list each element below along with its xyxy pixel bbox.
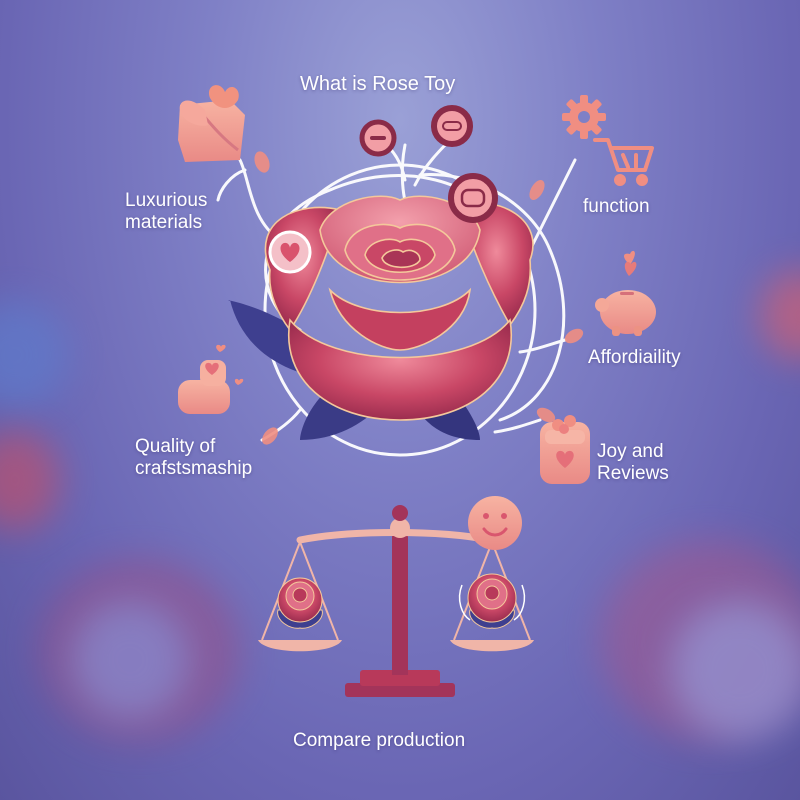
leaf-decorations — [254, 151, 584, 445]
small-rose-right — [458, 573, 526, 629]
label-affordability: Affordiaility — [588, 347, 681, 368]
label-quality-line2: crafstsmaship — [135, 457, 253, 479]
hand-heart-icon — [178, 344, 244, 414]
gear-icon — [562, 95, 606, 139]
label-luxurious-materials: Luxurious materials — [125, 190, 207, 234]
label-compare-production: Compare production — [293, 730, 466, 751]
background-blur-gear-right — [670, 600, 800, 740]
label-luxurious-line2: materials — [125, 211, 203, 233]
label-quality-line1: Quality of — [135, 436, 216, 457]
label-luxurious-line1: Luxurious — [125, 190, 208, 211]
gift-jar-icon — [540, 415, 590, 484]
background-blur-gear-left — [70, 600, 190, 720]
page-title: What is Rose Toy — [300, 73, 456, 95]
smiley-icon — [468, 496, 522, 550]
label-function: function — [583, 196, 650, 217]
heart-icon — [280, 242, 300, 262]
fabric-heart-icon — [178, 85, 245, 162]
cart-icon — [593, 138, 654, 186]
small-rose-left — [277, 577, 323, 629]
button-icons — [359, 105, 498, 223]
central-rose-illustration — [264, 195, 534, 421]
label-joy-line1: Joy and — [597, 441, 664, 462]
piggy-bank-icon — [595, 250, 656, 336]
heart-badge — [268, 230, 312, 274]
label-joy-reviews: Joy and Reviews — [597, 441, 669, 485]
label-quality-craftsmanship: Quality of crafstsmaship — [135, 436, 252, 480]
balance-scale — [258, 505, 534, 697]
label-joy-line2: Reviews — [597, 462, 669, 484]
